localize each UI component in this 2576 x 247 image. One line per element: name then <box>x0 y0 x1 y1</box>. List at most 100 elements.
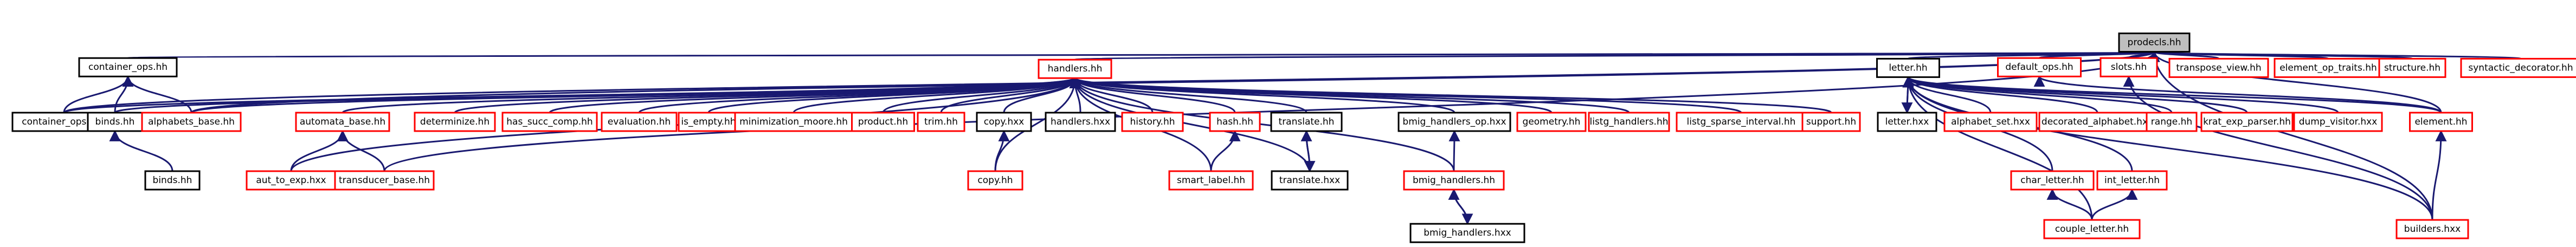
node-box <box>2293 112 2383 132</box>
node-letter-hh[interactable]: letter.hh <box>1876 57 1940 78</box>
node-hash[interactable]: hash.hh <box>1209 112 1261 132</box>
edge-element-to-default_ops <box>2033 75 2442 114</box>
node-couple-letter[interactable]: couple_letter.hh <box>2043 219 2141 239</box>
node-label: dump_visitor.hxx <box>2299 116 2378 127</box>
node-has-succ-comp[interactable]: has_succ_comp.hh <box>501 112 598 132</box>
node-structure[interactable]: structure.hh <box>2378 57 2446 78</box>
node-determinize[interactable]: determinize.hh <box>414 112 496 132</box>
node-label: geometry.hh <box>1523 116 1581 127</box>
node-copy-hxx[interactable]: copy.hxx <box>976 112 1032 132</box>
node-copy-hh[interactable]: copy.hh <box>967 170 1023 191</box>
node-layer: prodecls.hh container_ops.hh container_ops… <box>11 32 2576 243</box>
node-aut-to-exp[interactable]: aut_to_exp.hxx <box>246 170 337 191</box>
edge-is_empty-to-handlers_hh <box>707 77 1081 114</box>
node-box <box>1801 112 1861 132</box>
node-dump-visitor[interactable]: dump_visitor.hxx <box>2293 112 2383 132</box>
node-transpose-view[interactable]: transpose_view.hh <box>2168 57 2269 78</box>
node-automata-base[interactable]: automata_base.hh <box>295 112 390 132</box>
node-box <box>1045 112 1116 132</box>
node-handlers-hxx[interactable]: handlers.hxx <box>1045 112 1116 132</box>
node-bmig-handlers-hxx[interactable]: bmig_handlers.hxx <box>1409 223 1525 243</box>
node-label: listg_handlers.hh <box>1590 116 1669 127</box>
node-binds-hxx[interactable]: binds.hh <box>144 170 201 191</box>
node-int-letter[interactable]: int_letter.hh <box>2096 170 2168 191</box>
edge-builders-to-letter_hh <box>1902 76 2433 220</box>
node-alphabet-set[interactable]: alphabet_set.hxx <box>1943 112 2038 132</box>
node-label: automata_base.hh <box>300 116 385 127</box>
node-binds-hh[interactable]: binds.hh <box>87 112 143 132</box>
node-label: hash.hh <box>1216 116 1253 127</box>
node-box <box>1168 170 1254 191</box>
node-handlers-hh[interactable]: handlers.hh <box>1038 58 1112 79</box>
node-support[interactable]: support.hh <box>1801 112 1861 132</box>
node-label: container_ops.hxx <box>22 116 106 127</box>
node-box <box>2168 57 2269 78</box>
node-listg-handlers[interactable]: listg_handlers.hh <box>1588 112 1670 132</box>
edge-couple_letter-to-letter_hh <box>1902 76 2093 220</box>
node-listg-sparse-interval[interactable]: listg_sparse_interval.hh <box>1676 112 1807 132</box>
node-box <box>2100 57 2158 77</box>
node-transducer-base[interactable]: transducer_base.hh <box>334 170 435 191</box>
node-is-empty[interactable]: is_empty.hh <box>678 112 739 132</box>
node-prodecls[interactable]: prodecls.hh <box>2118 32 2191 53</box>
node-translate-hh[interactable]: translate.hh <box>1270 112 1343 132</box>
node-box <box>246 170 337 191</box>
node-history[interactable]: history.hh <box>1121 112 1184 132</box>
node-product[interactable]: product.hh <box>851 112 915 132</box>
node-box <box>967 170 1023 191</box>
node-label: default_ops.hh <box>2005 62 2073 73</box>
edge-handlers_hh-to-prodecls <box>1074 50 2158 63</box>
node-label: char_letter.hh <box>2020 175 2084 186</box>
node-box <box>334 170 435 191</box>
node-label: minimization_moore.hh <box>739 116 848 127</box>
node-default-ops[interactable]: default_ops.hh <box>1997 57 2082 77</box>
node-bmig-handlers-op[interactable]: bmig_handlers_op.hxx <box>1398 112 1511 132</box>
node-container-ops-hh[interactable]: container_ops.hh <box>78 57 178 77</box>
node-smart-label[interactable]: smart_label.hh <box>1168 170 1254 191</box>
node-alphabets-base[interactable]: alphabets_base.hh <box>141 112 242 132</box>
node-decorated-alphabet[interactable]: decorated_alphabet.hxx <box>2038 112 2156 132</box>
edge-translate_hxx-to-handlers_hh <box>1069 77 1311 172</box>
node-element[interactable]: element.hh <box>2409 112 2473 132</box>
node-label: bmig_handlers_op.hxx <box>1402 116 1506 127</box>
node-box <box>2010 170 2095 191</box>
node-geometry[interactable]: geometry.hh <box>1516 112 1587 132</box>
edge-binds_hxx-to-binds_hh <box>109 129 173 172</box>
node-evaluation[interactable]: evaluation.hh <box>601 112 678 132</box>
node-label: prodecls.hh <box>2128 37 2181 48</box>
edge-smart_label-to-hash <box>1210 129 1241 172</box>
node-label: history.hh <box>1130 116 1175 127</box>
node-label: bmig_handlers.hxx <box>1424 227 1511 238</box>
node-krat-exp-parser[interactable]: krat_exp_parser.hh <box>2200 112 2294 132</box>
node-letter-hxx[interactable]: letter.hxx <box>1877 112 1937 132</box>
node-char-letter[interactable]: char_letter.hh <box>2010 170 2095 191</box>
node-label: is_empty.hh <box>681 116 736 127</box>
node-range[interactable]: range.hh <box>2146 112 2198 132</box>
node-minimization-moore[interactable]: minimization_moore.hh <box>734 112 853 132</box>
node-label: transducer_base.hh <box>339 175 430 186</box>
edge-translate_hh-to-handlers_hh <box>1069 77 1308 113</box>
node-bmig-handlers-hh[interactable]: bmig_handlers.hh <box>1403 170 1505 191</box>
node-builders[interactable]: builders.hxx <box>2395 219 2469 239</box>
node-box <box>1943 112 2038 132</box>
node-box <box>2043 219 2141 239</box>
edge-product-to-handlers_hh <box>882 77 1081 113</box>
edge-syntactic_decorator-to-prodecls <box>2149 50 2522 63</box>
edge-letter_hh-to-letter_hxx <box>1901 77 1913 114</box>
node-label: trim.hh <box>924 116 958 127</box>
edge-element-to-letter_hh <box>1903 76 2442 114</box>
edge-trim-to-handlers_hh <box>940 77 1081 113</box>
node-slots[interactable]: slots.hh <box>2100 57 2158 77</box>
node-label: support.hh <box>1806 116 1856 127</box>
node-label: aut_to_exp.hxx <box>256 175 326 186</box>
node-box <box>501 112 598 132</box>
node-trim[interactable]: trim.hh <box>917 112 965 132</box>
node-syntactic-decorator[interactable]: syntactic_decorator.hh <box>2460 57 2576 78</box>
node-box <box>1516 112 1587 132</box>
node-element-op-traits[interactable]: element_op_traits.hh <box>2274 57 2383 78</box>
node-translate-hxx[interactable]: translate.hxx <box>1271 170 1349 191</box>
node-box <box>2378 57 2446 78</box>
node-box <box>414 112 496 132</box>
node-label: builders.hxx <box>2404 224 2461 235</box>
node-box <box>1038 58 1112 79</box>
